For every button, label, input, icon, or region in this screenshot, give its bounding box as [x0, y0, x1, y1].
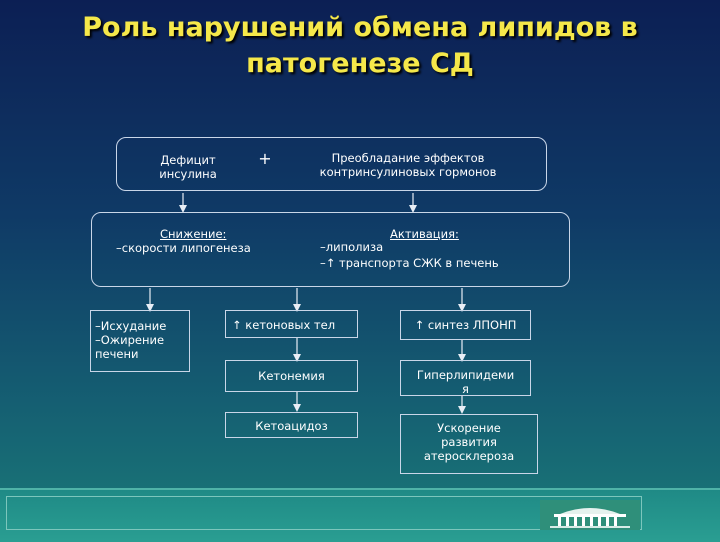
title-line-1: Роль нарушений обмена липидов в	[82, 12, 638, 43]
activation-item-ffa-transport: –↑ транспорта СЖК в печень	[320, 256, 499, 270]
title-line-2: патогенезе СД	[246, 48, 474, 79]
ketonemia-box: Кетонемия	[225, 360, 358, 392]
contrainsular-dominance-label: Преобладание эффектов контринсулиновых г…	[319, 151, 497, 179]
decrease-heading-text: Снижение:	[160, 227, 227, 241]
building-logo-icon	[540, 500, 640, 530]
weight-loss-box: –Исхудание –Ожирение печени	[90, 310, 190, 372]
atherosclerosis-box: Ускорение развития атеросклероза	[400, 414, 538, 474]
decrease-heading: Снижение:	[160, 227, 226, 241]
middle-box	[91, 212, 570, 287]
ketone-bodies-box: ↑ кетоновых тел	[225, 310, 358, 338]
slide-title: Роль нарушений обмена липидов в патогене…	[0, 10, 720, 82]
footer-frame	[6, 496, 642, 530]
top-box	[116, 137, 547, 191]
vldl-synthesis-box: ↑ синтез ЛПОНП	[400, 310, 531, 340]
activation-item-lipolysis: –липолиза	[320, 240, 384, 254]
decrease-item-lipogenesis: –скорости липогенеза	[116, 241, 251, 255]
plus-sign: +	[258, 149, 272, 168]
activation-heading: Активация:	[390, 227, 459, 241]
hyperlipidemia-box: Гиперлипидеми я	[400, 360, 531, 396]
deficit-insulin-label: Дефицит инсулина	[159, 153, 217, 181]
ketoacidosis-box: Кетоацидоз	[225, 412, 358, 438]
activation-heading-text: Активация:	[390, 227, 459, 241]
